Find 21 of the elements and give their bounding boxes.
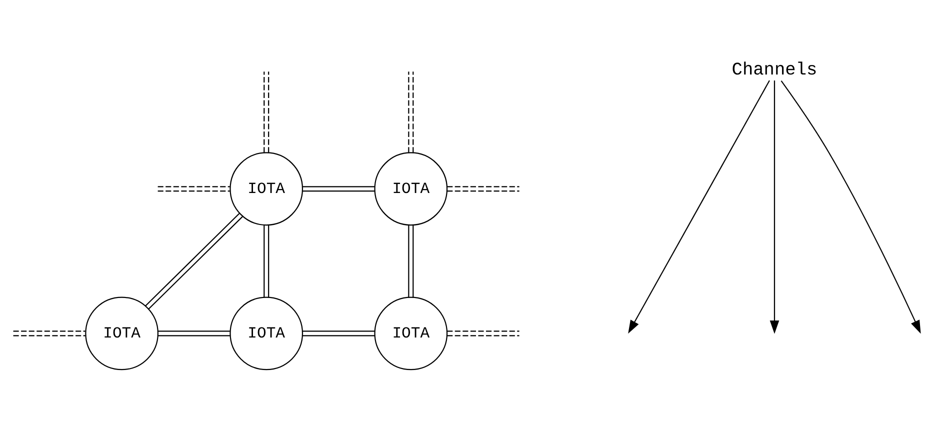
node-circle: IOTA xyxy=(230,296,304,370)
connector xyxy=(408,71,414,152)
connector xyxy=(408,224,414,297)
arrow xyxy=(780,80,921,334)
arrow xyxy=(628,80,770,334)
connector xyxy=(447,330,520,336)
connector xyxy=(302,186,374,192)
node-text: Channels xyxy=(732,60,818,80)
connector xyxy=(13,330,86,336)
connector xyxy=(158,330,230,336)
connector xyxy=(264,71,270,152)
node-circle: IOTA xyxy=(230,152,304,226)
connector xyxy=(302,330,374,336)
node-circle: IOTA xyxy=(85,296,158,370)
connector xyxy=(158,186,230,192)
node-circle: IOTA xyxy=(374,152,448,226)
connector xyxy=(447,186,520,192)
arrow xyxy=(770,80,780,334)
node-circle: IOTA xyxy=(374,296,448,370)
connector xyxy=(145,212,243,309)
connector xyxy=(264,224,270,297)
